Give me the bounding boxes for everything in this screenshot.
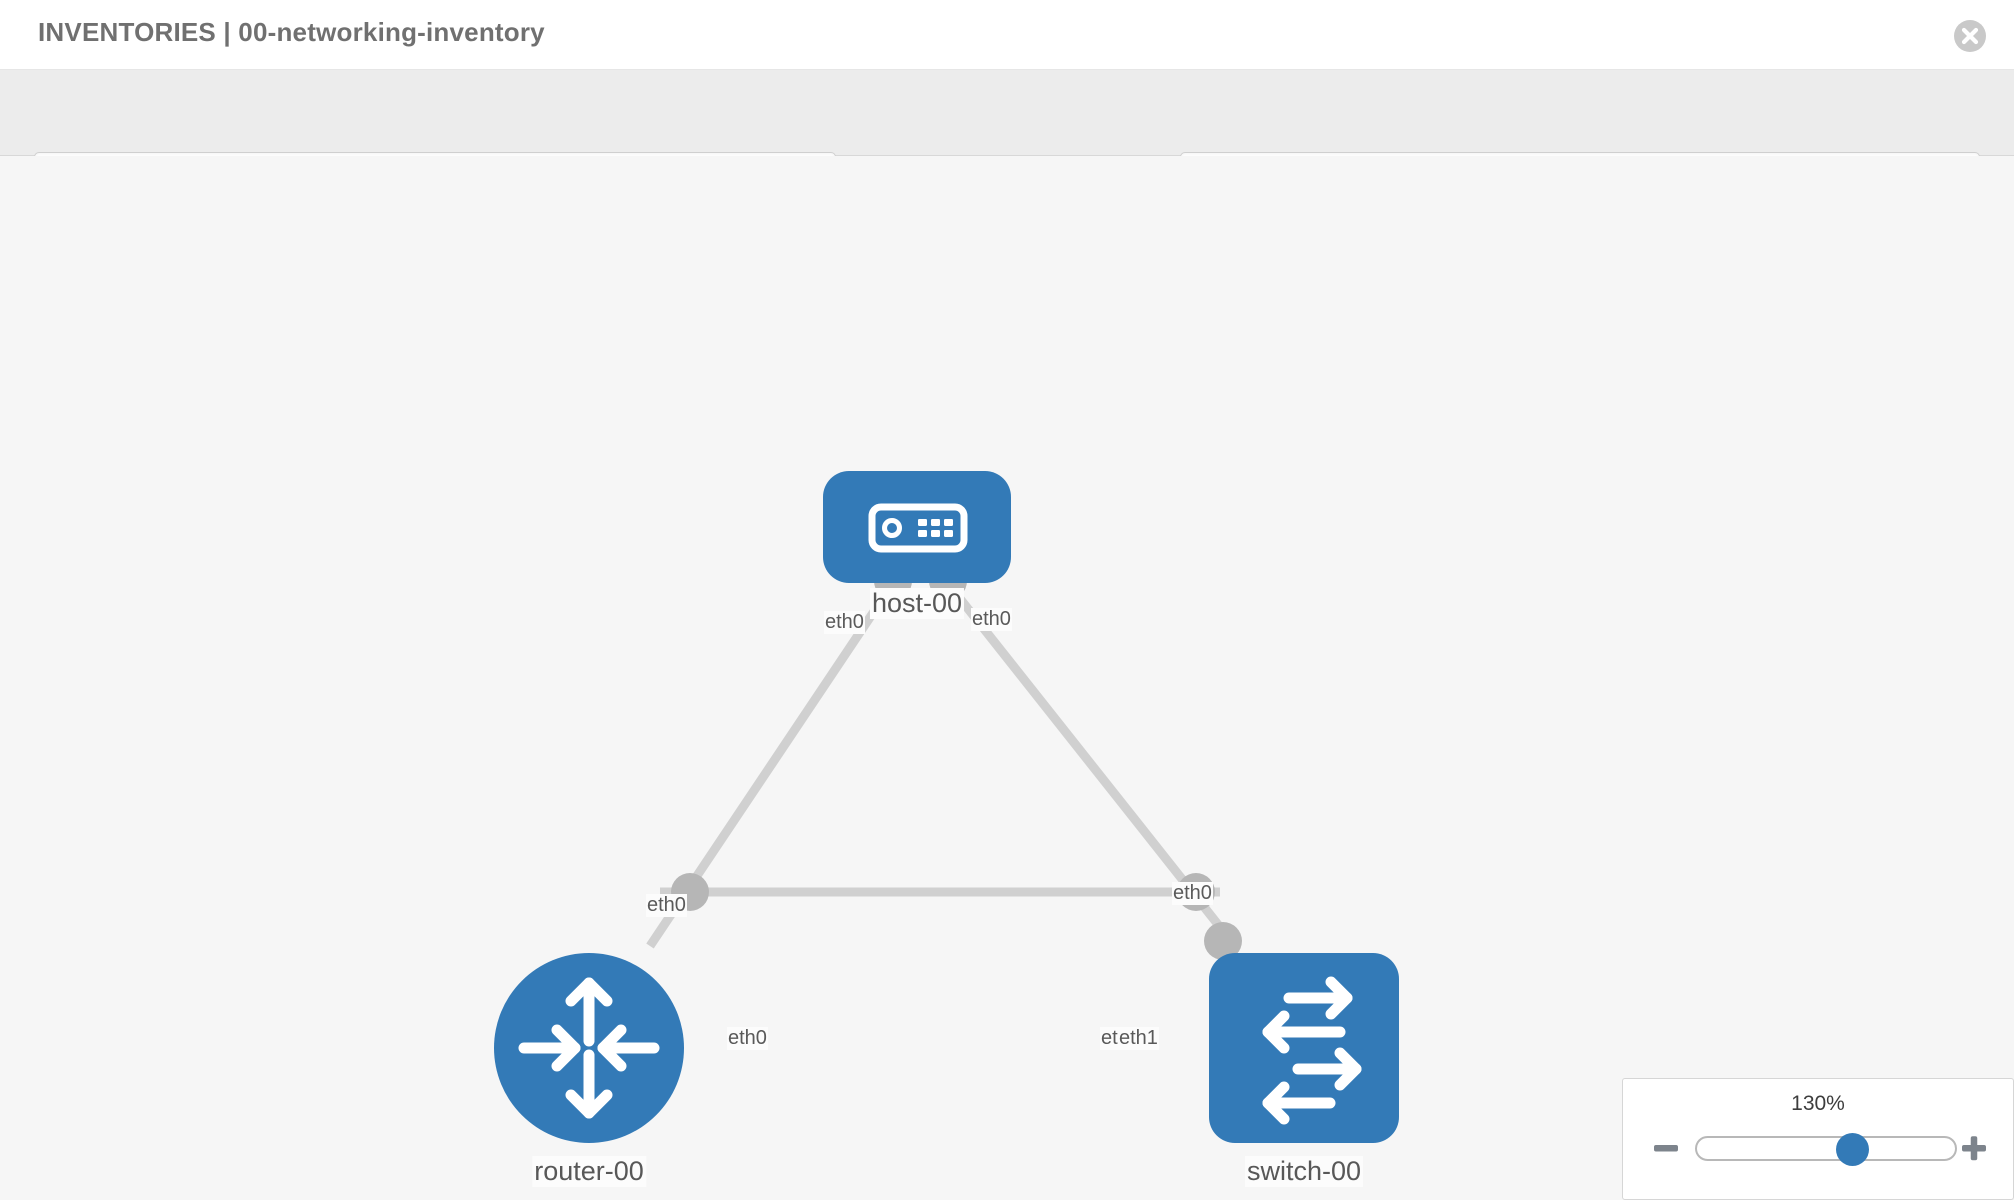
iface-nub-switch-eth0[interactable] (1204, 922, 1242, 960)
zoom-control-panel: 130% (1622, 1078, 2014, 1200)
topology-graph[interactable] (0, 156, 2014, 1200)
node-host-00[interactable] (823, 471, 1011, 583)
zoom-slider-track[interactable] (1695, 1133, 1957, 1166)
router-arrows-icon (518, 977, 660, 1119)
node-router-00[interactable] (494, 953, 684, 1143)
node-label-router-00: router-00 (532, 1156, 646, 1187)
server-appliance-icon (868, 503, 968, 553)
node-label-host-00: host-00 (869, 588, 965, 619)
iface-label-switch-eth1: eth1 (1118, 1027, 1159, 1050)
node-label-switch-00: switch-00 (1244, 1156, 1364, 1187)
iface-label-router-eth0-uplink: eth0 (646, 894, 687, 917)
page-title: INVENTORIES | 00-networking-inventory (38, 17, 545, 47)
iface-label-router-eth0: eth0 (727, 1027, 768, 1050)
iface-label-host-eth0-left: eth0 (824, 611, 865, 634)
zoom-slider-thumb[interactable] (1835, 1133, 1869, 1166)
switch-arrows-icon (1262, 976, 1362, 1125)
close-icon[interactable] (1952, 18, 1988, 54)
zoom-slider-row (1623, 1129, 2013, 1169)
topology-canvas[interactable]: host-00 router-00 switch-00 eth0 eth0 et… (0, 156, 2014, 1200)
iface-label-switch-eth0-uplink: eth0 (1172, 882, 1213, 905)
toolbar: ACTIONS SEARCH (0, 70, 2014, 205)
node-switch-00[interactable] (1209, 953, 1399, 1143)
zoom-level-value: 130% (1791, 1092, 1845, 1115)
page-header: INVENTORIES | 00-networking-inventory (0, 0, 2014, 70)
minus-icon[interactable] (1649, 1131, 1683, 1165)
plus-icon[interactable] (1957, 1131, 1991, 1165)
iface-label-host-eth0-right: eth0 (971, 608, 1012, 631)
